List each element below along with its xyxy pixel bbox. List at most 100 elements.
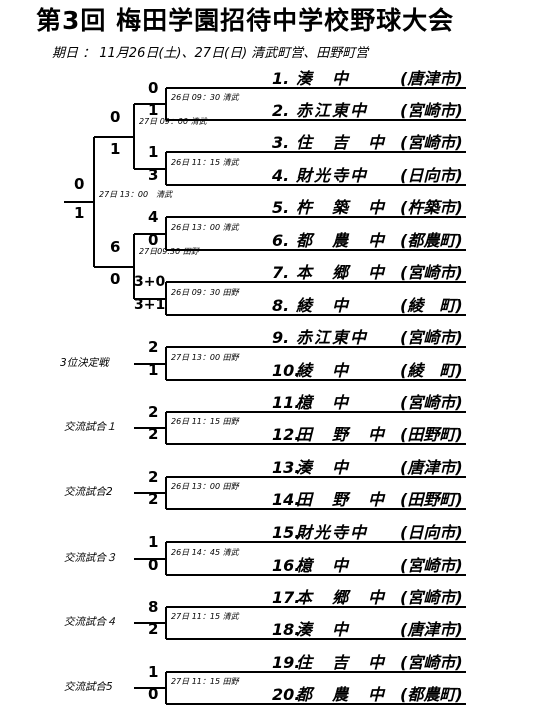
team-row: 4.財光寺中(日向市) — [272, 168, 463, 184]
team-city: (綾 町) — [400, 361, 463, 380]
team-city: (都農町) — [400, 231, 463, 250]
team-city: (宮崎市) — [400, 263, 463, 282]
team-city: (唐津市) — [400, 620, 463, 639]
match-note: 27日 11：15 田野 — [171, 677, 239, 686]
final-score-bottom: 1 — [74, 204, 85, 222]
team-no: 17. — [272, 588, 301, 607]
match-note: 26日 09：30 田野 — [171, 288, 239, 297]
side-score-top: 2 — [148, 468, 159, 486]
team-row: 6.都 農 中(都農町) — [272, 233, 463, 249]
team-row: 12.田 野 中 (田野町) — [272, 427, 463, 443]
team-no: 12. — [272, 425, 301, 444]
team-city: (田野町) — [400, 490, 463, 509]
team-city: (都農町) — [400, 685, 463, 704]
score-bottom: 0 — [148, 231, 159, 249]
team-no: 3. — [272, 133, 290, 152]
team-row: 1. 湊 中 (唐津市) — [272, 71, 463, 87]
side-game-label: 交流試合４ — [64, 616, 117, 628]
side-score-bottom: 0 — [148, 556, 159, 574]
side-score-bottom: 2 — [148, 425, 159, 443]
side-score-bottom: 2 — [148, 620, 159, 638]
team-name: 赤江東中 — [296, 101, 369, 120]
team-name: 綾 中 — [296, 296, 351, 315]
team-city: (日向市) — [400, 166, 463, 185]
side-game-label: 交流試合１ — [64, 421, 117, 433]
team-no: 15. — [272, 523, 301, 542]
team-city: (杵築市) — [400, 198, 463, 217]
side-score-top: 1 — [148, 663, 159, 681]
team-city: (宮崎市) — [400, 556, 463, 575]
team-row: 13.湊 中(唐津市) — [272, 460, 463, 476]
team-no: 14. — [272, 490, 301, 509]
team-city: (唐津市) — [400, 458, 463, 477]
team-no: 7. — [272, 263, 290, 282]
team-name: 湊 中 — [296, 69, 351, 88]
team-name: 綾 中 — [296, 361, 351, 380]
team-no: 8. — [272, 296, 290, 315]
team-no: 1. — [272, 69, 290, 88]
team-row: 9.赤江東中(宮崎市) — [272, 330, 463, 346]
team-no: 18. — [272, 620, 301, 639]
match-note: 26日 09：30 清武 — [171, 93, 239, 102]
team-name: 財光寺中 — [296, 166, 369, 185]
side-score-top: 1 — [148, 533, 159, 551]
team-no: 16. — [272, 556, 301, 575]
match-note: 26日 13：00 清武 — [171, 223, 239, 232]
team-no: 20. — [272, 685, 301, 704]
team-no: 9. — [272, 328, 290, 347]
team-no: 5. — [272, 198, 290, 217]
team-name: 田 野 中 — [296, 425, 387, 444]
team-row: 8. 綾 中 (綾 町) — [272, 298, 463, 314]
team-row: 10.綾 中(綾 町) — [272, 363, 463, 379]
semi-score-top: 6 — [110, 238, 121, 256]
team-city: (綾 町) — [400, 296, 463, 315]
team-no: 11. — [272, 393, 301, 412]
team-name: 本 郷 中 — [296, 263, 387, 282]
match-note: 26日 14：45 清武 — [171, 548, 239, 557]
team-name: 杵 築 中 — [296, 198, 387, 217]
team-no: 6. — [272, 231, 290, 250]
match-note: 27日 09：00 清武 — [139, 117, 207, 126]
team-city: (宮崎市) — [400, 133, 463, 152]
match-note: 27日 11：15 清武 — [171, 612, 239, 621]
side-score-bottom: 0 — [148, 685, 159, 703]
side-score-top: 2 — [148, 338, 159, 356]
side-game-label: 3位決定戦 — [60, 357, 109, 369]
page-title: 第3回 梅田学園招待中学校野球大会 — [36, 6, 455, 35]
side-score-bottom: 1 — [148, 361, 159, 379]
match-note: 26日 11：15 清武 — [171, 158, 239, 167]
team-row: 5. 杵 築 中 (杵築市) — [272, 200, 463, 216]
team-row: 14.田 野 中 (田野町) — [272, 492, 463, 508]
team-name: 住 吉 中 — [296, 653, 387, 672]
team-row: 16.檍 中(宮崎市) — [272, 558, 463, 574]
match-note: 26日 13：00 田野 — [171, 482, 239, 491]
side-score-top: 8 — [148, 598, 159, 616]
team-name: 田 野 中 — [296, 490, 387, 509]
team-name: 湊 中 — [296, 458, 351, 477]
team-row: 20.都 農 中(都農町) — [272, 687, 463, 703]
score-top: 3+0 — [134, 274, 166, 290]
team-row: 18.湊 中 (唐津市) — [272, 622, 463, 638]
team-row: 11.檍 中 (宮崎市) — [272, 395, 463, 411]
team-row: 17.本 郷 中(宮崎市) — [272, 590, 463, 606]
team-city: (田野町) — [400, 425, 463, 444]
team-row: 19.住 吉 中(宮崎市) — [272, 655, 463, 671]
team-city: (唐津市) — [400, 69, 463, 88]
event-dates: 期日 ： 11月26日(土)、27日(日) 清武町営、田野町営 — [52, 46, 369, 61]
team-no: 19. — [272, 653, 301, 672]
team-name: 財光寺中 — [296, 523, 369, 542]
score-bottom: 1 — [148, 101, 159, 119]
team-name: 湊 中 — [296, 620, 351, 639]
team-name: 住 吉 中 — [296, 133, 387, 152]
team-city: (宮崎市) — [400, 393, 463, 412]
score-top: 4 — [148, 208, 159, 226]
team-name: 檍 中 — [296, 393, 351, 412]
semi-score-bottom: 0 — [110, 270, 121, 288]
side-score-bottom: 2 — [148, 490, 159, 508]
team-row: 15.財光寺中(日向市) — [272, 525, 463, 541]
score-bottom: 3+1 — [134, 297, 166, 313]
match-note: 27日 13：00 田野 — [171, 353, 239, 362]
team-no: 2. — [272, 101, 290, 120]
semi-score-top: 0 — [110, 108, 121, 126]
